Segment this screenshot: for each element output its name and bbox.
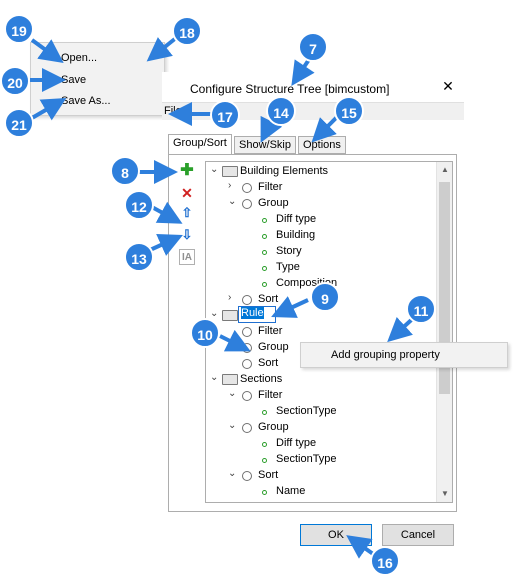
tree-row-label: Group bbox=[258, 341, 289, 353]
tree-row-label: Story bbox=[276, 245, 302, 257]
chevron-right-icon[interactable]: › bbox=[228, 180, 232, 191]
leaf-icon bbox=[262, 410, 267, 415]
chevron-down-icon[interactable]: ⌄ bbox=[210, 372, 219, 383]
node-icon bbox=[242, 471, 252, 481]
chevron-down-icon[interactable]: ⌄ bbox=[228, 468, 237, 479]
tree-row-label: Filter bbox=[258, 325, 283, 337]
tree-row-label: SectionType bbox=[276, 405, 337, 417]
leaf-icon bbox=[262, 266, 267, 271]
node-icon bbox=[242, 391, 252, 401]
tree-row-label: Sort bbox=[258, 293, 279, 305]
scroll-down-icon[interactable]: ▼ bbox=[441, 489, 449, 498]
callout-badge: 17 bbox=[210, 100, 240, 130]
scroll-thumb[interactable] bbox=[439, 182, 450, 394]
rename-field[interactable]: Rule bbox=[238, 306, 276, 323]
chevron-down-icon[interactable]: ⌄ bbox=[210, 164, 219, 175]
chevron-down-icon[interactable]: ⌄ bbox=[228, 388, 237, 399]
tree-row-rule[interactable]: ⌄ Rule bbox=[210, 306, 330, 324]
menubar: File bbox=[162, 102, 464, 120]
folder-icon bbox=[222, 374, 238, 385]
leaf-icon bbox=[262, 234, 267, 239]
add-icon[interactable]: ✚ bbox=[180, 162, 194, 179]
chevron-down-icon[interactable]: ⌄ bbox=[228, 196, 237, 207]
dialog-title: Configure Structure Tree [bimcustom] bbox=[190, 82, 390, 96]
vertical-scrollbar[interactable]: ▲ ▼ bbox=[436, 162, 452, 502]
node-icon bbox=[242, 295, 252, 305]
tab-options[interactable]: Options bbox=[298, 136, 346, 154]
callout-badge: 7 bbox=[298, 32, 328, 62]
delete-icon[interactable]: ✕ bbox=[181, 185, 193, 201]
tree-row-label: Group bbox=[258, 421, 289, 433]
callout-badge: 15 bbox=[334, 96, 364, 126]
scroll-up-icon[interactable]: ▲ bbox=[441, 165, 449, 174]
leaf-icon bbox=[262, 458, 267, 463]
node-icon bbox=[242, 327, 252, 337]
tab-group-sort[interactable]: Group/Sort bbox=[168, 134, 232, 155]
callout-badge: 12 bbox=[124, 190, 154, 220]
tree-row-label: Sections bbox=[240, 373, 283, 385]
menu-item-open[interactable]: Open... bbox=[61, 52, 98, 64]
chevron-down-icon[interactable]: ⌄ bbox=[210, 308, 219, 319]
close-icon[interactable]: ✕ bbox=[442, 78, 454, 94]
tree-row-label: SectionType bbox=[276, 453, 337, 465]
chevron-right-icon[interactable]: › bbox=[228, 292, 232, 303]
leaf-icon bbox=[262, 218, 267, 223]
callout-badge: 9 bbox=[310, 282, 340, 312]
leaf-icon bbox=[262, 442, 267, 447]
leaf-icon bbox=[262, 250, 267, 255]
leaf-icon bbox=[262, 282, 267, 287]
callout-badge: 13 bbox=[124, 242, 154, 272]
menu-item-save-as[interactable]: Save As... bbox=[61, 95, 111, 107]
menu-item-add-grouping-property[interactable]: Add grouping property bbox=[331, 349, 440, 361]
node-icon bbox=[242, 183, 252, 193]
folder-icon bbox=[222, 166, 238, 177]
callout-badge: 16 bbox=[370, 546, 400, 576]
callout-badge: 8 bbox=[110, 156, 140, 186]
node-icon bbox=[242, 199, 252, 209]
file-menu: Open... Save Save As... bbox=[30, 42, 165, 116]
callout-badge: 20 bbox=[0, 66, 30, 96]
move-up-icon[interactable]: ⇧ bbox=[181, 205, 193, 220]
cancel-button[interactable]: Cancel bbox=[382, 524, 454, 546]
tree-row-label: Type bbox=[276, 261, 300, 273]
tab-show-skip[interactable]: Show/Skip bbox=[234, 136, 296, 154]
tree-row-label: Name bbox=[276, 485, 306, 497]
callout-badge: 19 bbox=[4, 14, 34, 44]
move-down-icon[interactable]: ⇩ bbox=[181, 227, 193, 242]
tree-row-label: Group bbox=[258, 197, 289, 209]
callout-badge: 18 bbox=[172, 16, 202, 46]
menubar-file[interactable]: File bbox=[164, 105, 182, 117]
leaf-icon bbox=[262, 490, 267, 495]
tree-row-label: Sort bbox=[258, 469, 279, 481]
menu-item-save[interactable]: Save bbox=[61, 74, 87, 86]
structure-tree: ⌄ Building Elements › Filter ⌄ Group Dif… bbox=[205, 161, 453, 503]
tree-row-label: Diff type bbox=[276, 437, 317, 449]
tree-row-label: Building Elements bbox=[240, 165, 329, 177]
node-icon bbox=[242, 423, 252, 433]
callout-badge: 11 bbox=[406, 294, 436, 324]
callout-badge: 21 bbox=[4, 108, 34, 138]
callout-badge: 14 bbox=[266, 96, 296, 126]
tree-row-label: Filter bbox=[258, 389, 283, 401]
node-icon bbox=[242, 343, 252, 353]
node-icon bbox=[242, 359, 252, 369]
tree-row-label: Building bbox=[276, 229, 316, 241]
rename-icon[interactable]: IA bbox=[179, 249, 195, 265]
tree-context-menu: Add grouping property bbox=[300, 342, 508, 368]
tree-row-label: Sort bbox=[258, 357, 279, 369]
callout-badge: 10 bbox=[190, 318, 220, 348]
rename-field-text: Rule bbox=[241, 307, 264, 319]
tree-row-label: Diff type bbox=[276, 213, 317, 225]
chevron-down-icon[interactable]: ⌄ bbox=[228, 420, 237, 431]
folder-icon bbox=[222, 310, 238, 321]
tree-row-label: Filter bbox=[258, 181, 283, 193]
ok-button[interactable]: OK bbox=[300, 524, 372, 546]
